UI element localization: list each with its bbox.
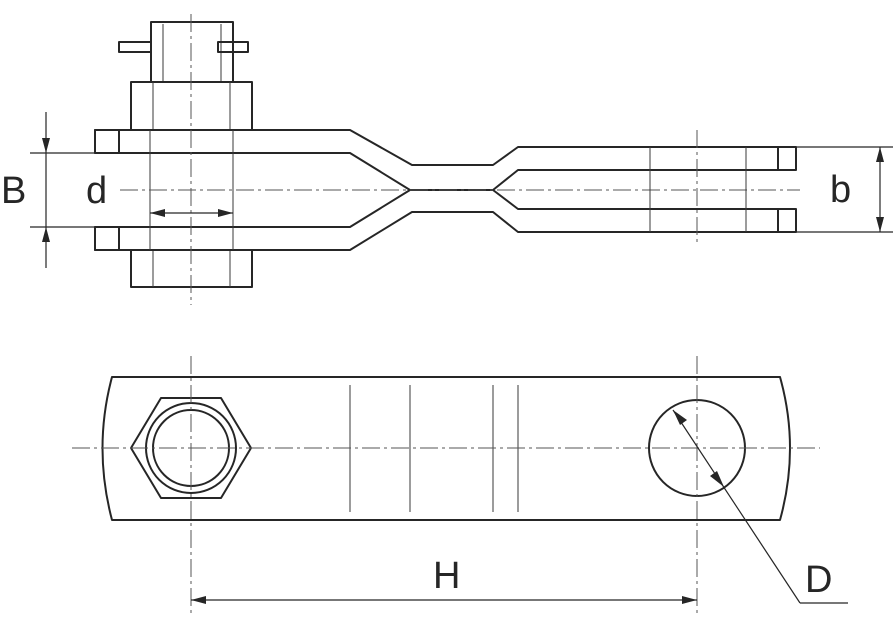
- label-D: D: [805, 559, 832, 601]
- label-d: d: [86, 170, 107, 212]
- plan-plate-outline: [101, 376, 791, 521]
- dimension-B: B: [1, 112, 95, 268]
- label-b: b: [830, 169, 851, 211]
- dimension-d: d: [86, 170, 233, 217]
- lower-plate-left-cap: [94, 226, 120, 251]
- plan-view: H D: [72, 356, 848, 615]
- upper-plate-left-cap: [94, 129, 120, 154]
- lower-plate: [94, 189, 797, 251]
- dimension-b: b: [796, 146, 893, 233]
- bolt-top: [118, 21, 249, 83]
- label-B: B: [1, 170, 26, 212]
- side-view: B d b: [1, 14, 893, 305]
- upper-plate: [94, 129, 797, 191]
- label-H: H: [433, 555, 460, 597]
- dimension-D: D: [672, 409, 848, 604]
- dimension-H: H: [191, 555, 697, 604]
